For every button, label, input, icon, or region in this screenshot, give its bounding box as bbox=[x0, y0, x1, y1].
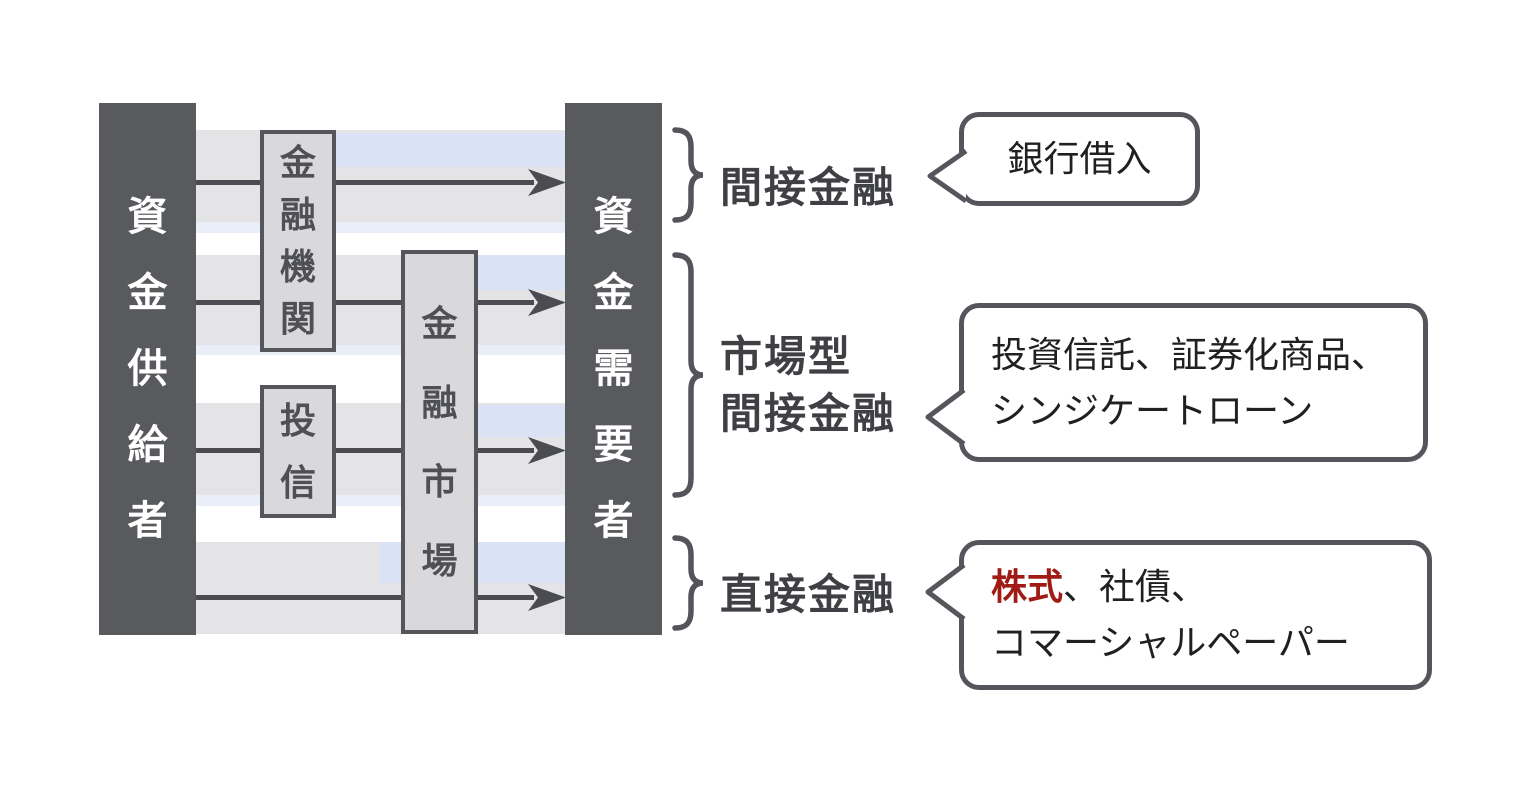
financial-institutions-label: 金 融 機 関 bbox=[279, 142, 316, 339]
flow-band-row3-pale bbox=[195, 495, 565, 506]
indirect-finance-brace-icon bbox=[672, 127, 704, 223]
investment-trust-label: 投 信 bbox=[279, 399, 316, 503]
indirect-finance-bubble: 銀行借入 bbox=[959, 112, 1200, 206]
flow-band-row2-pale bbox=[195, 345, 565, 355]
fund-suppliers-bar: 資 金 供 給 者 bbox=[99, 103, 196, 635]
flow-band-row2-blue bbox=[477, 255, 565, 290]
flow-band-row1-blue bbox=[336, 133, 565, 167]
financial-market-box: 金 融 市 場 bbox=[401, 250, 478, 634]
financial-market-label: 金 融 市 場 bbox=[421, 303, 458, 581]
market-indirect-finance-brace-icon bbox=[672, 252, 704, 498]
market-indirect-finance-bubble-tail-icon bbox=[925, 388, 966, 446]
flow-arrow-3-head-icon bbox=[528, 437, 566, 464]
financial-institutions-box: 金 融 機 関 bbox=[260, 130, 336, 352]
fund-demanders-label: 資 金 需 要 者 bbox=[593, 195, 634, 543]
direct-bubble-line1-rest: 、社債、 bbox=[1063, 566, 1208, 607]
direct-finance-bubble-tail-icon bbox=[925, 563, 966, 621]
indirect-finance-bubble-tail-icon bbox=[927, 148, 968, 204]
market-indirect-finance-label-line2: 間接金融 bbox=[720, 390, 897, 437]
indirect-finance-label: 間接金融 bbox=[720, 164, 897, 211]
market-indirect-finance-label-line1: 市場型 bbox=[720, 333, 853, 380]
direct-finance-bubble: 株式、社債、 コマーシャルペーパー bbox=[959, 540, 1432, 690]
flow-band-row1-pale bbox=[195, 222, 565, 233]
flow-arrow-4-line bbox=[196, 595, 534, 600]
direct-bubble-line1: 株式、社債、 bbox=[991, 559, 1207, 615]
flow-arrow-4-head-icon bbox=[528, 584, 566, 611]
fund-demanders-bar: 資 金 需 要 者 bbox=[565, 103, 662, 635]
flow-arrow-2-head-icon bbox=[528, 289, 566, 316]
indirect-finance-bubble-text: 銀行借入 bbox=[1007, 138, 1152, 179]
market-indirect-bubble-line1: 投資信託、証券化商品、 bbox=[991, 333, 1388, 375]
flow-arrow-2-line bbox=[196, 300, 534, 305]
market-indirect-finance-label: 市場型 間接金融 bbox=[720, 328, 896, 442]
direct-bubble-stocks-red-text: 株式 bbox=[991, 566, 1064, 607]
market-indirect-finance-bubble: 投資信託、証券化商品、 シンジケートローン bbox=[959, 303, 1428, 462]
direct-finance-label: 直接金融 bbox=[720, 571, 897, 618]
flow-arrow-1-head-icon bbox=[528, 169, 566, 196]
market-indirect-bubble-line2: シンジケートローン bbox=[991, 389, 1314, 431]
fund-suppliers-label: 資 金 供 給 者 bbox=[127, 195, 168, 543]
flow-arrow-1-line bbox=[196, 180, 534, 185]
direct-finance-brace-icon bbox=[672, 535, 704, 631]
flow-band-row3-blue bbox=[477, 405, 565, 437]
flow-arrow-3-line bbox=[196, 448, 534, 453]
investment-trust-box: 投 信 bbox=[260, 385, 336, 518]
direct-bubble-line2: コマーシャルペーパー bbox=[991, 622, 1350, 663]
